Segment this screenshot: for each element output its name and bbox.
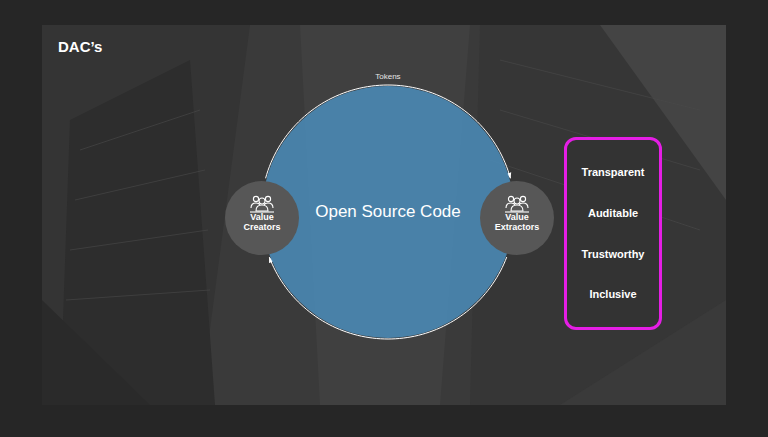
actor-circle: Value Creators <box>224 180 300 256</box>
building <box>42 300 150 405</box>
building <box>470 25 726 405</box>
slide-title: DAC’s <box>58 38 102 55</box>
property-text: Trustworthy <box>582 248 645 261</box>
node-text: Value Extractors <box>489 212 545 233</box>
people-icon <box>505 196 529 212</box>
property-text: Auditable <box>588 207 638 220</box>
people-icon <box>250 196 274 212</box>
edge-label: Tokens <box>375 72 400 81</box>
property-box: TransparentAuditableTrustworthyInclusive <box>564 137 662 330</box>
actor-circle: Value Extractors <box>479 180 555 256</box>
slide-ground <box>42 25 726 405</box>
property-text: Transparent <box>582 166 645 179</box>
central-circle: Open Source Code <box>261 85 515 339</box>
node-text: Open Source Code <box>288 202 488 222</box>
building <box>42 25 250 405</box>
node-text: Value Creators <box>234 212 290 233</box>
property-text: Inclusive <box>589 288 636 301</box>
